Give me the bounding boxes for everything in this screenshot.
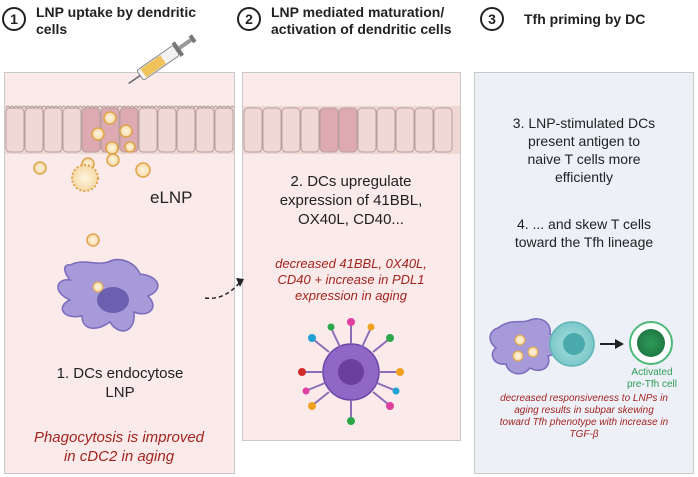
elnp-label: eLNP xyxy=(150,188,193,207)
priming-arrow xyxy=(600,339,624,349)
panel1-caption-line2: LNP xyxy=(105,384,135,401)
panel2-caption-line3: OX40L, CD40... xyxy=(298,211,404,228)
panel3-aging-line4: TGF-β xyxy=(569,429,599,440)
step-1-number: 1 xyxy=(2,7,26,31)
panel3-text3-line2: present antigen to xyxy=(527,133,641,149)
panel3-text4-line2: toward the Tfh lineage xyxy=(514,234,654,250)
step-2-title: LNP mediated maturation/ activation of d… xyxy=(271,4,452,38)
dendritic-cell-1 xyxy=(57,258,159,332)
step-3-title: Tfh priming by DC xyxy=(524,11,645,28)
panel1-caption-line1: 1. DCs endocytose xyxy=(56,365,184,382)
panel3-aging-note: decreased responsiveness to LNPs in agin… xyxy=(478,393,690,441)
panel-tfh-priming xyxy=(474,72,694,474)
panel1-caption: 1. DCs endocytose LNP xyxy=(30,364,210,402)
step-3-title-line1: Tfh priming by DC xyxy=(524,11,646,27)
step-2-title-line2: activation of dendritic cells xyxy=(271,21,452,37)
pre-tfh-cell xyxy=(629,321,673,365)
panel2-aging-line1: decreased 41BBL, 0X40L, xyxy=(275,256,427,271)
step-3-number: 3 xyxy=(480,7,504,31)
panel3-text3-line3: naive T cells more xyxy=(527,151,641,167)
step-1-title: LNP uptake by dendritic cells xyxy=(36,4,196,38)
mature-dendritic-cell xyxy=(298,318,404,425)
panel3-aging-line3: toward Tfh phenotype with increase in xyxy=(499,417,669,428)
dc-tcell-interaction xyxy=(489,318,595,375)
panel2-caption-line1: 2. DCs upregulate xyxy=(290,173,412,190)
step-1-title-line2: cells xyxy=(36,21,68,37)
panel3-text4-line1: 4. ... and skew T cells xyxy=(516,216,652,232)
panel1-aging-note: Phagocytosis is improved in cDC2 in agin… xyxy=(8,428,230,466)
epithelium-layer-2 xyxy=(243,106,460,154)
activated-line1: Activated xyxy=(631,367,673,378)
panel2-aging-line2: CD40 + increase in PDL1 xyxy=(277,272,425,287)
panel2-caption: 2. DCs upregulate expression of 41BBL, O… xyxy=(246,172,456,229)
panel1-aging-line1: Phagocytosis is improved xyxy=(33,429,205,446)
step-2-number: 2 xyxy=(237,7,261,31)
panel3-text3-line1: 3. LNP-stimulated DCs xyxy=(512,115,656,131)
panel2-aging-note: decreased 41BBL, 0X40L, CD40 + increase … xyxy=(246,256,456,304)
panel2-aging-line3: expression in aging xyxy=(294,288,408,303)
panel3-text-4: 4. ... and skew T cells toward the Tfh l… xyxy=(478,215,690,251)
panel3-aging-line1: decreased responsiveness to LNPs in xyxy=(500,393,668,404)
panel3-text-3: 3. LNP-stimulated DCs present antigen to… xyxy=(478,114,690,186)
panel2-caption-line2: expression of 41BBL, xyxy=(279,192,423,209)
panel1-aging-line2: in cDC2 in aging xyxy=(63,448,175,465)
panel3-aging-line2: aging results in subpar skewing xyxy=(514,405,654,416)
activated-pre-tfh-label: Activated pre-Tfh cell xyxy=(616,367,688,391)
step-2-title-line1: LNP mediated maturation/ xyxy=(271,4,445,20)
syringe-icon xyxy=(128,34,197,85)
transition-arrow xyxy=(204,278,244,300)
panel3-text3-line4: efficiently xyxy=(554,169,614,185)
step-1-title-line1: LNP uptake by dendritic xyxy=(36,4,196,20)
activated-line2: pre-Tfh cell xyxy=(626,379,677,390)
